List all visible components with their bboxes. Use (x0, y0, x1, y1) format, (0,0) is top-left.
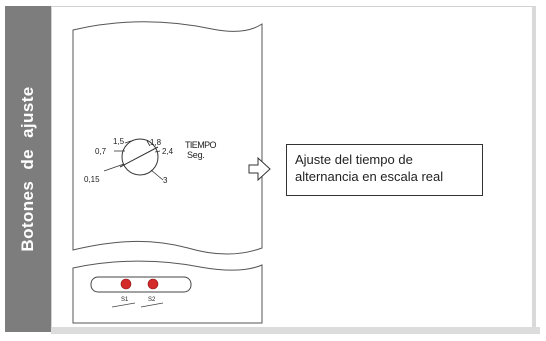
dial-label-2: 1,5 (113, 137, 125, 146)
dial-tick-5 (150, 169, 164, 181)
dial-title: TIEMPO (185, 140, 217, 150)
upper-panel-outline (72, 21, 263, 255)
dial-label-1: 0,7 (95, 147, 107, 156)
led-s1 (120, 278, 132, 290)
side-band (5, 6, 51, 332)
callout-line-1: Ajuste del tiempo de (295, 152, 413, 167)
dial-label-4: 2,4 (162, 147, 174, 156)
led-s2-label: S2 (148, 297, 156, 303)
indicator-frame (90, 276, 192, 293)
callout-box: Ajuste del tiempo de alternancia en esca… (286, 144, 483, 196)
led-s2 (147, 278, 159, 290)
dial-tick-3 (146, 140, 151, 147)
dial-tick-2 (124, 140, 132, 144)
dial-tick-4 (154, 150, 161, 153)
led-s1-label: S1 (121, 297, 129, 303)
dial-unit: Seg. (187, 150, 205, 160)
dial-label-3: 1,8 (150, 138, 162, 147)
dial-label-5: 3 (163, 176, 168, 185)
underline-s2 (140, 302, 164, 308)
dial-pointer (119, 146, 159, 168)
card-shadow (51, 327, 540, 334)
arrow-icon (248, 156, 271, 182)
callout-line-2: alternancia en escala real (295, 169, 444, 184)
dial-tick-0 (103, 163, 125, 172)
dial-label-0: 0,15 (84, 175, 100, 184)
underline-s1 (111, 302, 136, 308)
time-dial[interactable]: 0,15 0,7 1,5 1,8 2,4 3 TIEMPO Seg. (84, 137, 217, 185)
